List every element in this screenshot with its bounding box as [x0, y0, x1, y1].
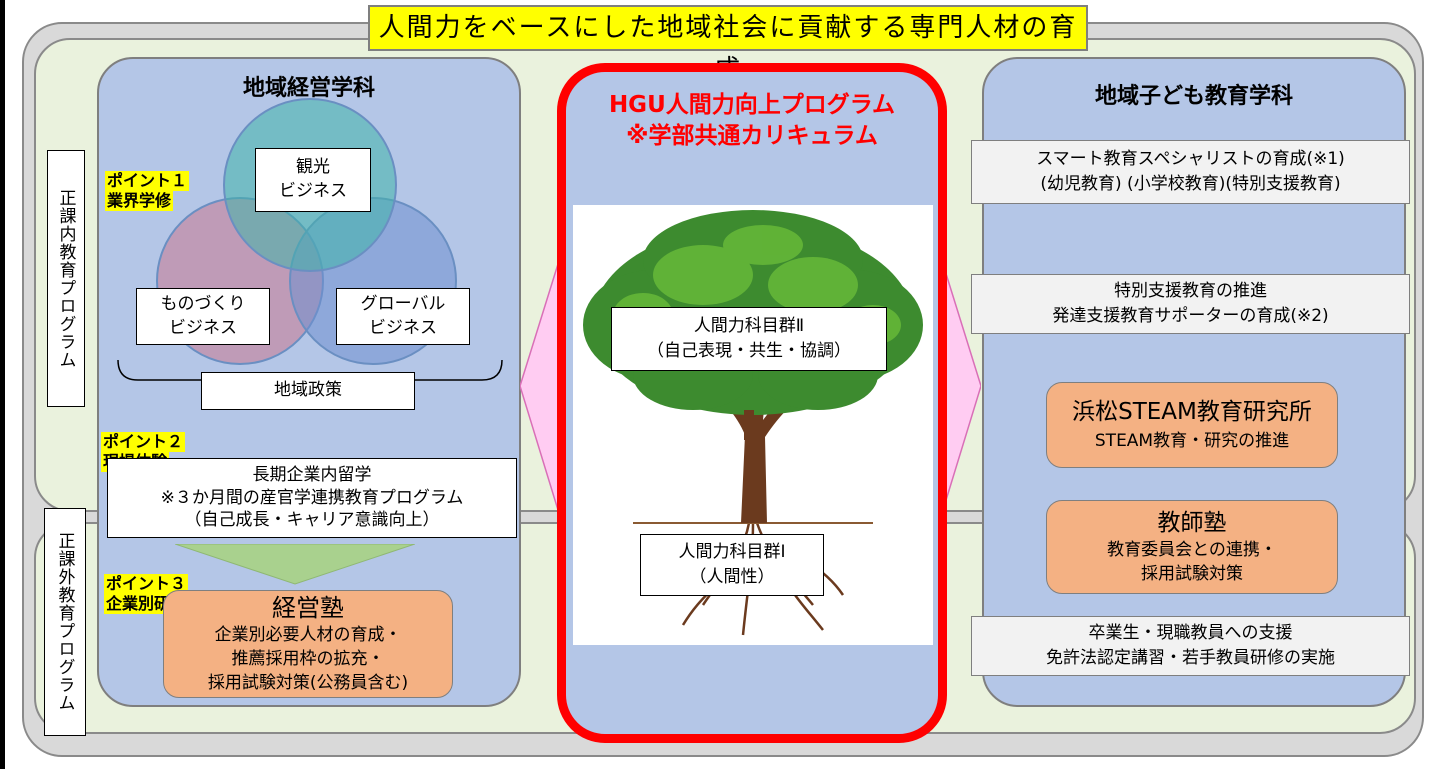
left-department-title: 地域経営学科: [242, 76, 375, 101]
keiei-juku-line2: 推薦採用枠の拡充・: [231, 649, 385, 669]
smart-line1: スマート教育スペシャリストの育成(※1): [1036, 149, 1345, 170]
extracurricular-label: 正課外教育プログラム: [44, 508, 86, 736]
steam-title: 浜松STEAM教育研究所: [1072, 399, 1312, 425]
left-edge-bar: [0, 0, 5, 769]
left-arrow-icon: [520, 263, 559, 510]
point2-label: ポイント２: [101, 432, 186, 452]
point3-label: ポイント３: [104, 574, 189, 594]
center-title: HGU人間力向上プログラム ※学部共通カリキュラム: [566, 90, 938, 152]
point1-label: ポイント１: [105, 171, 190, 191]
venn-label-manufacturing: ものづくり ビジネス: [136, 288, 270, 345]
keiei-juku-box: 経営塾 企業別必要人材の育成・ 推薦採用枠の拡充・ 採用試験対策(公務員含む): [163, 590, 453, 698]
kyoshi-juku-title: 教師塾: [1157, 510, 1227, 536]
steam-sub: STEAM教育・研究の推進: [1094, 431, 1290, 451]
venn-diagram: [156, 98, 457, 365]
special-line2: 発達支援教育サポーターの育成(※2): [1052, 306, 1329, 326]
group1-line2: （人間性）: [689, 567, 775, 587]
center-title-line1: HGU人間力向上プログラム: [608, 92, 896, 118]
smart-line2: (幼児教育) (小学校教育)(特別支援教育): [1040, 174, 1341, 194]
kyoshi-juku-line1: 教育委員会との連携・: [1107, 540, 1277, 560]
right-department-title: 地域子ども教育学科: [1094, 84, 1293, 109]
internship-line2: ※３か月間の産官学連携教育プログラム: [160, 487, 464, 508]
curricular-label: 正課内教育プログラム: [47, 150, 85, 407]
group1-box: 人間力科目群Ⅰ （人間性）: [640, 534, 824, 596]
smart-education-box: スマート教育スペシャリストの育成(※1) (幼児教育) (小学校教育)(特別支援…: [971, 140, 1410, 204]
regional-policy-box: 地域政策: [201, 372, 415, 410]
kyoshi-juku-box: 教師塾 教育委員会との連携・ 採用試験対策: [1046, 500, 1338, 594]
group2-line1: 人間力科目群Ⅱ: [693, 316, 805, 337]
steam-institute-box: 浜松STEAM教育研究所 STEAM教育・研究の推進: [1046, 382, 1338, 468]
center-title-line2: ※学部共通カリキュラム: [626, 123, 878, 150]
down-arrow-icon: [175, 544, 415, 585]
keiei-juku-line3: 採用試験対策(公務員含む): [207, 673, 409, 693]
special-support-box: 特別支援教育の推進 発達支援教育サポーターの育成(※2): [971, 274, 1410, 334]
keiei-juku-title: 経営塾: [272, 594, 344, 622]
keiei-juku-line1: 企業別必要人材の育成・: [214, 625, 402, 645]
internship-line1: 長期企業内留学: [252, 464, 372, 485]
group2-line2: （自己表現・共生・協調）: [647, 341, 851, 361]
point1-sub: 業界学修: [105, 191, 174, 211]
group2-box: 人間力科目群Ⅱ （自己表現・共生・協調）: [611, 307, 887, 371]
support-line2: 免許法認定講習・若手教員研修の実施: [1046, 648, 1335, 668]
point1-tag: ポイント１ 業界学修: [105, 171, 190, 211]
internship-line3: （自己成長・キャリア意識向上）: [184, 510, 440, 531]
venn-label-global: グローバル ビジネス: [336, 288, 470, 345]
special-line1: 特別支援教育の推進: [1114, 281, 1267, 302]
kyoshi-juku-line2: 採用試験対策: [1141, 564, 1243, 584]
group1-line1: 人間力科目群Ⅰ: [678, 542, 786, 563]
venn-label-tourism: 観光 ビジネス: [255, 148, 371, 212]
teacher-support-box: 卒業生・現職教員への支援 免許法認定講習・若手教員研修の実施: [971, 616, 1410, 676]
main-title: 人間力をベースにした地域社会に貢献する専門人材の育成: [368, 5, 1088, 85]
support-line1: 卒業生・現職教員への支援: [1088, 623, 1293, 644]
internship-box: 長期企業内留学 ※３か月間の産官学連携教育プログラム （自己成長・キャリア意識向…: [107, 458, 517, 538]
